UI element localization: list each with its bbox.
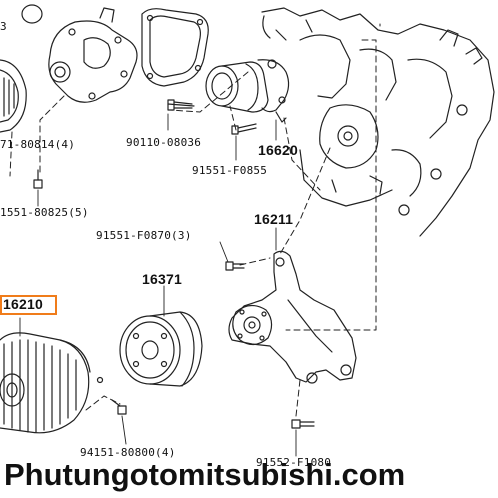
part-label-91552-f1080[interactable]: 91552-F1080 <box>256 456 332 469</box>
engine-block <box>261 7 495 237</box>
water-pump <box>48 7 138 103</box>
washer-top-left <box>21 4 43 24</box>
part-label-90110-08036[interactable]: 90110-08036 <box>126 136 202 149</box>
part-label-16620[interactable]: 16620 <box>258 142 298 158</box>
fan-bracket-16211 <box>228 250 357 384</box>
part-label-16210[interactable]: 16210 <box>3 296 43 312</box>
crank-pulley-fragment <box>0 59 27 133</box>
fan-clutch-16210 <box>0 332 104 434</box>
watermark-text: Phutungotomitsubishi.com <box>4 457 406 492</box>
part-label-71-80814[interactable]: 71-80814(4) <box>0 138 76 151</box>
fan-pulley-16371 <box>119 311 203 387</box>
part-label-94151-80800[interactable]: 94151-80800(4) <box>80 446 176 459</box>
part-label-16211[interactable]: 16211 <box>254 211 294 227</box>
nut-94151-80800 <box>111 399 127 415</box>
bolt-1551-80825 <box>33 169 43 189</box>
bolt-91552-f1080 <box>291 419 315 429</box>
part-label-1551-80825[interactable]: 1551-80825(5) <box>0 206 89 219</box>
highlight-box-16210 <box>0 295 57 315</box>
tensioner-16620 <box>205 59 290 123</box>
bolt-91551-f0855 <box>231 123 257 135</box>
part-label-91551-f0870[interactable]: 91551-F0870(3) <box>96 229 192 242</box>
bolt-91551-f0870 <box>225 261 245 271</box>
part-label-91551-f0855[interactable]: 91551-F0855 <box>192 164 268 177</box>
part-label-16371[interactable]: 16371 <box>142 271 182 287</box>
bolt-90110-08036 <box>167 99 195 111</box>
water-pump-gasket <box>141 8 209 87</box>
part-label-fragment: 3 <box>0 20 7 33</box>
